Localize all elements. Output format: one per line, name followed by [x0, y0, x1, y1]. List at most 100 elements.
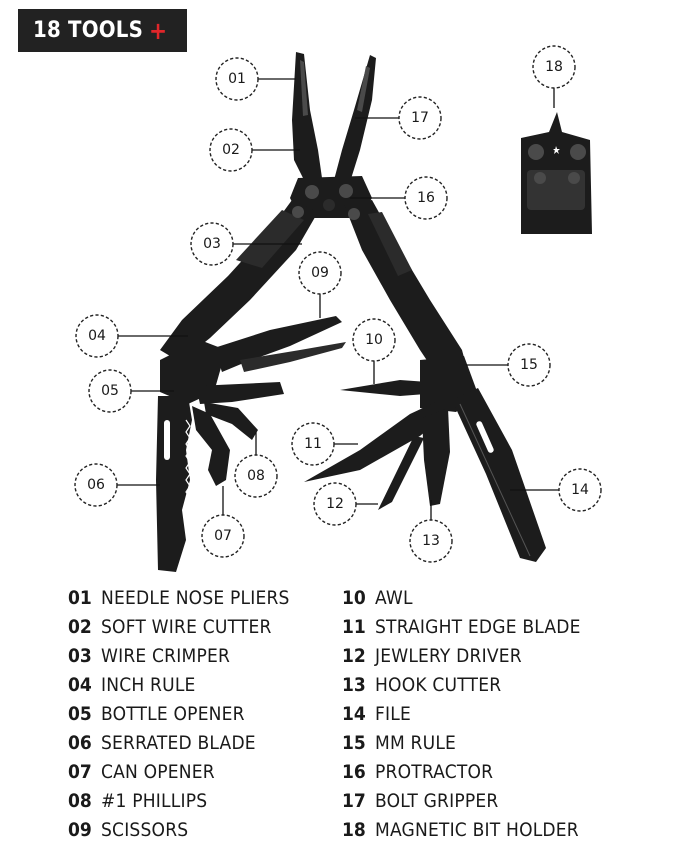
- legend-label: BOLT GRIPPER: [375, 790, 499, 812]
- legend-number: 17: [342, 790, 366, 812]
- callout-number: 06: [87, 477, 105, 493]
- legend-number: 04: [68, 674, 92, 696]
- right-handle: [344, 200, 470, 392]
- legend-item: 18 MAGNETIC BIT HOLDER: [342, 816, 581, 845]
- legend-item: 11 STRAIGHT EDGE BLADE: [342, 613, 581, 642]
- callout-09: 09: [298, 251, 342, 295]
- leader-lines: [117, 78, 559, 520]
- callout-number: 13: [422, 533, 440, 549]
- callout-number: 18: [545, 59, 563, 75]
- callout-13: 13: [409, 519, 453, 563]
- callout-circle: [74, 463, 118, 507]
- callout-16: 16: [404, 176, 448, 220]
- callout-number: 12: [326, 496, 344, 512]
- callout-02: 02: [209, 128, 253, 172]
- callout-circle: [313, 482, 357, 526]
- callout-circle: [398, 96, 442, 140]
- legend-label: MM RULE: [375, 732, 457, 754]
- legend-number: 08: [68, 790, 92, 812]
- callout-number: 05: [101, 383, 119, 399]
- callout-11: 11: [291, 422, 335, 466]
- callout-circle: [75, 314, 119, 358]
- legend-label: SERRATED BLADE: [101, 732, 256, 754]
- legend-label: JEWLERY DRIVER: [375, 645, 522, 667]
- legend-number: 06: [68, 732, 92, 754]
- callout-circle: [298, 251, 342, 295]
- hook-cutter: [422, 408, 450, 506]
- callout-07: 07: [201, 514, 245, 558]
- callout-number: 15: [520, 357, 538, 373]
- legend-label: BOTTLE OPENER: [101, 703, 245, 725]
- callout-06: 06: [74, 463, 118, 507]
- scissors: [214, 316, 342, 372]
- multitool-illustration: [156, 52, 546, 572]
- callout-number: 09: [311, 265, 329, 281]
- callout-15: 15: [507, 343, 551, 387]
- callout-01: 01: [215, 57, 259, 101]
- callout-circle: [558, 468, 602, 512]
- legend-item: 17 BOLT GRIPPER: [342, 787, 581, 816]
- callout-circle: [352, 318, 396, 362]
- callout-circle: [291, 422, 335, 466]
- legend-number: 05: [68, 703, 92, 725]
- callout-circle: [507, 343, 551, 387]
- callout-04: 04: [75, 314, 119, 358]
- legend-item: 06 SERRATED BLADE: [68, 729, 290, 758]
- callout-circle: [234, 454, 278, 498]
- callout-03: 03: [190, 222, 234, 266]
- straight-edge-blade: [304, 400, 446, 482]
- legend-number: 01: [68, 587, 92, 609]
- callout-circle: [209, 128, 253, 172]
- needle-nose-jaw-left: [292, 52, 322, 184]
- callout-circle: [409, 519, 453, 563]
- legend-label: CAN OPENER: [101, 761, 215, 783]
- callout-circle: [88, 369, 132, 413]
- legend-number: 18: [342, 819, 366, 841]
- callout-number: 07: [214, 528, 232, 544]
- callout-number: 01: [228, 71, 246, 87]
- legend-number: 14: [342, 703, 366, 725]
- callout-number: 14: [571, 482, 589, 498]
- callout-number: 11: [304, 436, 322, 452]
- jewelry-driver: [378, 436, 424, 510]
- callout-circle: [532, 45, 576, 89]
- legend-number: 13: [342, 674, 366, 696]
- callout-number: 16: [417, 190, 435, 206]
- legend-number: 16: [342, 761, 366, 783]
- magnetic-bit-holder-illustration: [521, 112, 592, 234]
- callout-number: 17: [411, 110, 429, 126]
- legend-number: 10: [342, 587, 366, 609]
- legend-number: 12: [342, 645, 366, 667]
- callout-number: 02: [222, 142, 240, 158]
- callout-number: 04: [88, 328, 106, 344]
- callout-14: 14: [558, 468, 602, 512]
- legend-item: 05 BOTTLE OPENER: [68, 700, 290, 729]
- legend-number: 11: [342, 616, 366, 638]
- legend-number: 02: [68, 616, 92, 638]
- callout-08: 08: [234, 454, 278, 498]
- legend-label: STRAIGHT EDGE BLADE: [375, 616, 581, 638]
- legend-label: SOFT WIRE CUTTER: [101, 616, 272, 638]
- legend-label: MAGNETIC BIT HOLDER: [375, 819, 579, 841]
- callout-17: 17: [398, 96, 442, 140]
- callout-number: 08: [247, 468, 265, 484]
- bottle-opener: [196, 382, 284, 404]
- callout-circle: [190, 222, 234, 266]
- callout-18: 18: [532, 45, 576, 89]
- tools-count-badge: 18 TOOLS +: [18, 9, 187, 52]
- callout-12: 12: [313, 482, 357, 526]
- awl: [340, 380, 428, 396]
- legend-label: WIRE CRIMPER: [101, 645, 231, 667]
- callout-circle: [201, 514, 245, 558]
